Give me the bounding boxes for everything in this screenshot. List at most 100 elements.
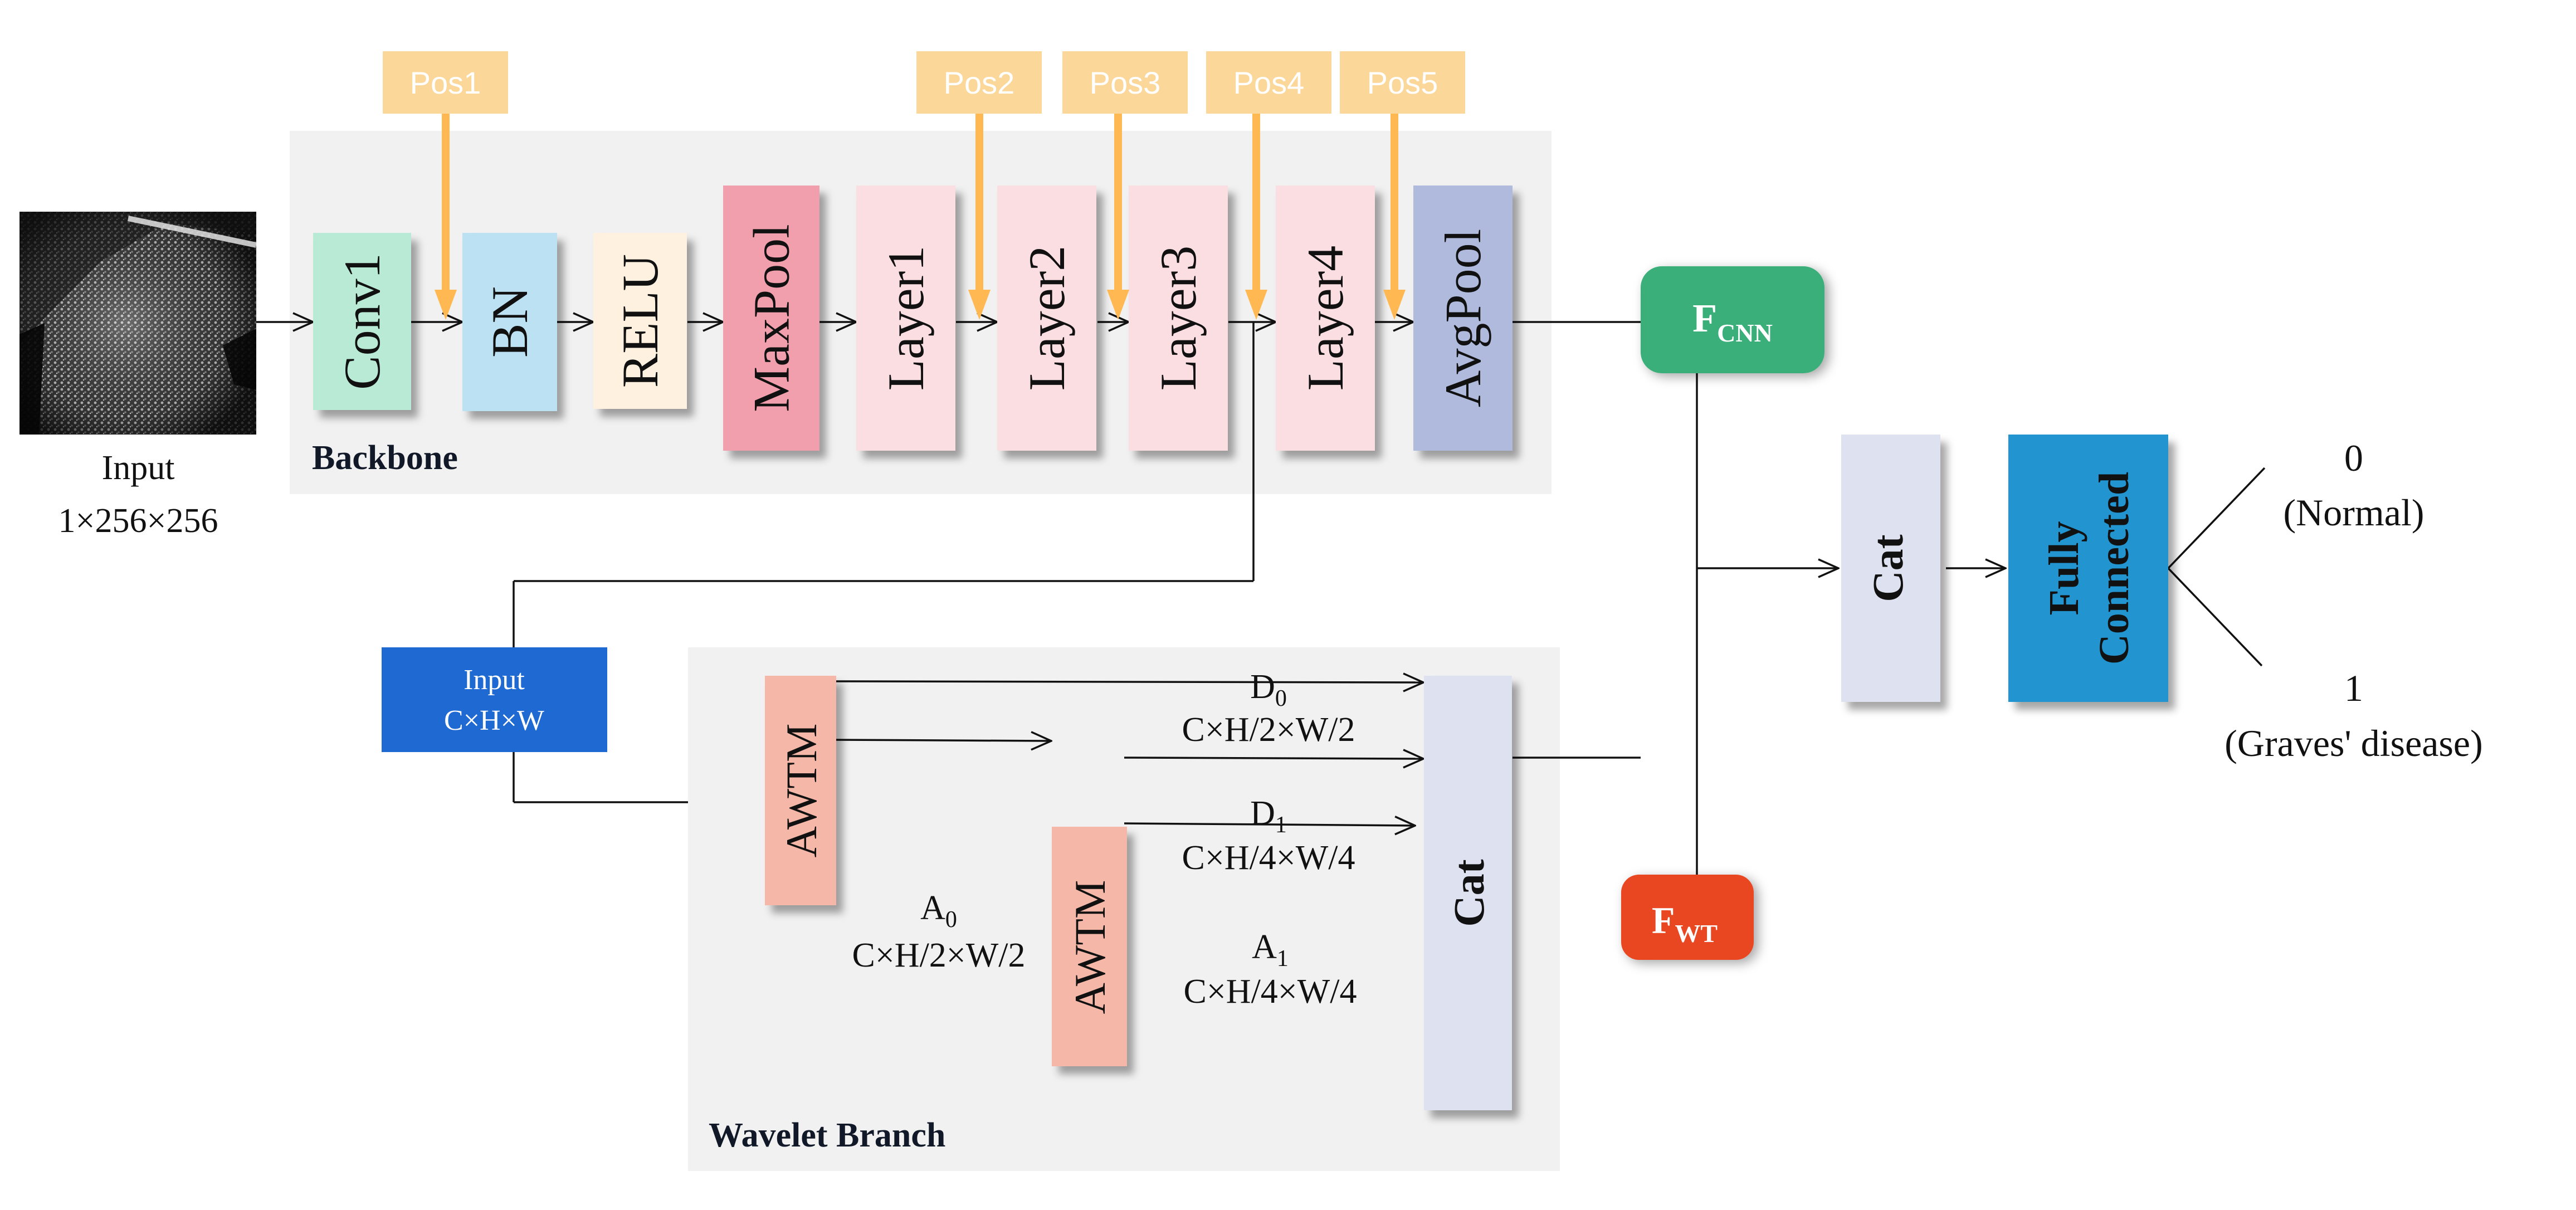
svg-text:FWT: FWT — [1652, 899, 1718, 948]
d0-name: D — [1250, 668, 1275, 706]
backbone-block-layer1: Layer1 — [856, 186, 955, 451]
position-embeddings: Pos1 Pos2 Pos3 Pos4 Pos5 — [383, 51, 1465, 320]
f-wt-node: FWT — [1621, 875, 1754, 960]
pos-arrow-head-icon — [1245, 290, 1267, 320]
awtm-block-2: AWTM — [1052, 827, 1127, 1066]
block-rect — [1413, 186, 1513, 451]
svg-text:D0: D0 — [1250, 668, 1287, 711]
f-cnn-sub: CNN — [1717, 319, 1773, 347]
pos-box — [1062, 51, 1188, 114]
backbone-block-layer4: Layer4 — [1276, 186, 1375, 451]
d0-sub: 0 — [1275, 686, 1287, 711]
output-1-value: 1 — [2344, 667, 2363, 709]
pos-embedding-2: Pos2 — [916, 51, 1042, 320]
wavelet-title: Wavelet Branch — [709, 1116, 945, 1154]
wavelet-input-shape: C×H×W — [444, 705, 544, 736]
block-label: RELU — [612, 254, 669, 388]
pos-label: Pos5 — [1367, 65, 1438, 100]
wavelet-wires — [835, 681, 1641, 826]
a0-name: A — [920, 889, 945, 927]
fusion-cat-label: Cat — [1863, 534, 1912, 602]
backbone-block-relu: RELU — [593, 233, 687, 409]
d1-label: D1 C×H/4×W/4 — [1182, 794, 1355, 877]
f-wt-main: F — [1652, 899, 1675, 941]
backbone-block-maxpool: MaxPool — [723, 186, 819, 451]
f-cnn-main: F — [1692, 296, 1717, 340]
backbone-title: Backbone — [312, 439, 458, 477]
fusion-wires — [1696, 373, 2266, 875]
pos-box — [1206, 51, 1331, 114]
block-rect — [723, 186, 819, 451]
block-rect — [593, 233, 687, 409]
backbone-block-avgpool: AvgPool — [1413, 186, 1513, 451]
wavelet-cat-label: Cat — [1445, 859, 1493, 926]
block-label: Layer1 — [877, 246, 934, 391]
output-0-label: (Normal) — [2283, 491, 2424, 534]
block-label: Conv1 — [334, 253, 391, 389]
block-rect — [462, 233, 557, 411]
output-0-value: 0 — [2344, 437, 2363, 479]
backbone-blocks: Conv1 BN RELU MaxPool Layer1 Layer2 Layer3 Laye… — [313, 186, 1513, 451]
block-label: Layer3 — [1150, 246, 1207, 391]
a1-name: A — [1252, 928, 1277, 966]
d1-shape: C×H/4×W/4 — [1182, 839, 1355, 877]
svg-text:A1: A1 — [1252, 928, 1289, 972]
wavelet-input-box: Input C×H×W — [382, 647, 607, 752]
a0-sub: 0 — [945, 907, 957, 933]
backbone-block-bn: BN — [462, 233, 557, 411]
a1-label: A1 C×H/4×W/4 — [1183, 928, 1357, 1011]
pos-box — [383, 51, 508, 114]
block-rect — [313, 233, 411, 410]
pos-label: Pos4 — [1233, 65, 1305, 100]
d0-shape: C×H/2×W/2 — [1182, 711, 1355, 749]
block-label: Layer4 — [1297, 246, 1354, 391]
pos-box — [916, 51, 1042, 114]
block-label: Layer2 — [1018, 246, 1075, 391]
block-rect — [997, 186, 1096, 451]
awtm-block-1: AWTM — [765, 676, 836, 905]
f-wt-sub: WT — [1675, 919, 1718, 948]
fc-label-line1: Fully — [2041, 521, 2087, 616]
pos-embedding-3: Pos3 — [1062, 51, 1188, 320]
backbone-block-layer2: Layer2 — [997, 186, 1096, 451]
f-cnn-node: FCNN — [1641, 266, 1824, 373]
svg-text:D1: D1 — [1250, 794, 1287, 838]
input-image-shape: 1×256×256 — [58, 502, 218, 540]
pos-embedding-4: Pos4 — [1206, 51, 1331, 320]
a1-shape: C×H/4×W/4 — [1183, 973, 1357, 1011]
a1-sub: 1 — [1277, 946, 1289, 972]
backbone-block-layer3: Layer3 — [1129, 186, 1228, 451]
input-image — [19, 212, 257, 435]
pos-arrow-head-icon — [1107, 290, 1129, 320]
pos-arrow-head-icon — [968, 290, 991, 320]
pos-embedding-1: Pos1 — [383, 51, 508, 320]
awtm-1-label: AWTM — [777, 724, 826, 858]
pos-label: Pos3 — [1090, 65, 1161, 100]
block-label: MaxPool — [743, 224, 800, 412]
pos-box — [1340, 51, 1465, 114]
d1-name: D — [1250, 794, 1275, 832]
input-image-label: Input — [102, 449, 175, 487]
d0-label: D0 C×H/2×W/2 — [1182, 668, 1355, 749]
svg-text:Connected: Connected — [2091, 472, 2138, 665]
pos-arrow-head-icon — [1383, 290, 1406, 320]
block-label: BN — [481, 286, 538, 358]
pos-arrow-head-icon — [435, 290, 457, 320]
svg-text:A0: A0 — [920, 889, 957, 933]
a0-label: A0 C×H/2×W/2 — [852, 889, 1025, 974]
fusion-cat-block: Cat — [1841, 435, 1940, 702]
awtm-2-label: AWTM — [1066, 880, 1114, 1014]
fully-connected-block: Fully Connected — [2008, 435, 2168, 702]
a0-shape: C×H/2×W/2 — [852, 936, 1025, 974]
pos-label: Pos2 — [944, 65, 1015, 100]
block-rect — [1276, 186, 1375, 451]
pos-label: Pos1 — [410, 65, 481, 100]
fc-label-line2: Connected — [2091, 472, 2138, 665]
wavelet-cat-block: Cat — [1424, 676, 1512, 1110]
block-rect — [1129, 186, 1228, 451]
block-rect — [856, 186, 955, 451]
block-label: AvgPool — [1435, 229, 1491, 407]
svg-text:FCNN: FCNN — [1692, 296, 1773, 347]
output-1-label: (Graves' disease) — [2224, 722, 2482, 764]
